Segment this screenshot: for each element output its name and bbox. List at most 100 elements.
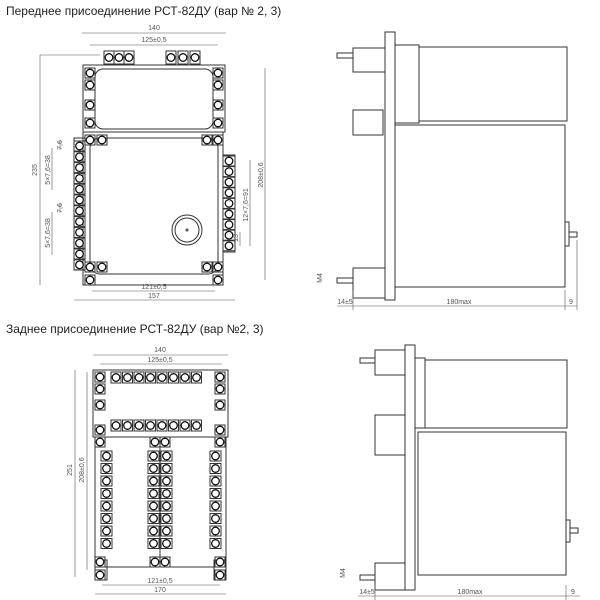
screw-icon — [85, 262, 95, 272]
terminal — [96, 261, 108, 273]
terminal — [214, 436, 226, 448]
dim-height-total: 235 — [32, 164, 39, 176]
terminal — [156, 419, 168, 432]
terminal — [189, 50, 201, 65]
screw-icon — [146, 421, 155, 430]
screw-icon — [224, 156, 234, 166]
screw-icon — [162, 501, 171, 511]
screw-icon — [169, 373, 178, 382]
terminal — [222, 197, 236, 209]
screw-icon — [224, 198, 234, 208]
screw-icon — [75, 141, 84, 151]
screw-icon — [162, 526, 171, 536]
terminal — [160, 525, 173, 537]
terminal — [110, 371, 122, 384]
terminal — [94, 424, 106, 436]
screw-icon — [104, 53, 114, 62]
screw-icon — [75, 184, 84, 194]
screw-icon — [111, 373, 121, 382]
terminal — [100, 488, 113, 499]
screw-icon — [114, 53, 124, 62]
screw-icon — [215, 400, 225, 410]
screw-icon — [162, 489, 171, 498]
terminal — [147, 475, 160, 487]
terminal — [160, 488, 173, 499]
screw-icon — [85, 275, 95, 285]
screw-icon — [213, 68, 223, 78]
dim-thread: М4 — [340, 568, 347, 578]
dim-depth: 180max — [447, 299, 472, 306]
screw-icon — [215, 557, 225, 567]
screw-icon — [146, 373, 155, 382]
terminal — [222, 187, 236, 199]
dim-width-total: 140 — [148, 25, 160, 32]
terminal — [209, 463, 222, 474]
terminal — [73, 205, 86, 217]
screw-icon — [149, 476, 158, 486]
screw-icon — [213, 100, 223, 110]
terminal — [168, 371, 179, 384]
terminal — [209, 450, 222, 462]
dim-rear: 9 — [571, 589, 575, 596]
screw-icon — [211, 489, 220, 498]
terminal — [147, 463, 160, 474]
screw-icon — [102, 526, 111, 536]
screw-icon — [180, 373, 190, 382]
terminal — [214, 569, 226, 581]
screw-icon — [178, 53, 188, 62]
screw-icon — [85, 100, 95, 110]
screw-icon — [215, 384, 225, 394]
terminal — [214, 399, 226, 411]
terminal — [100, 513, 113, 524]
screw-icon — [215, 372, 225, 382]
screw-icon — [160, 437, 170, 447]
screw-icon — [211, 539, 220, 548]
terminal — [94, 569, 106, 581]
terminal — [94, 371, 106, 383]
screw-icon — [169, 421, 178, 430]
dim-width-total: 140 — [154, 347, 166, 354]
screw-icon — [85, 80, 95, 90]
dim-height-mount: 208±0,6 — [79, 457, 86, 482]
screw-icon — [102, 501, 111, 511]
terminal — [165, 50, 177, 65]
terminal — [147, 450, 160, 462]
terminal — [100, 538, 113, 549]
terminal — [209, 500, 222, 512]
terminal — [96, 134, 108, 146]
terminal — [84, 274, 96, 286]
terminal — [100, 463, 113, 474]
screw-icon — [102, 464, 111, 473]
screw-icon — [95, 384, 105, 394]
terminal — [133, 419, 145, 432]
screw-icon — [95, 425, 105, 435]
screw-icon — [149, 489, 158, 498]
terminal — [209, 475, 222, 487]
terminal — [160, 450, 173, 462]
screw-icon — [211, 464, 220, 473]
terminal — [160, 475, 173, 487]
terminal — [201, 261, 213, 273]
dim-width-mount: 125±0,5 — [141, 37, 166, 44]
screw-icon — [95, 557, 105, 567]
terminal — [212, 274, 224, 286]
dim-bottom-mount: 121±0,5 — [141, 284, 166, 291]
dim-bottom-total: 170 — [154, 587, 166, 594]
screw-icon — [75, 260, 84, 270]
knob-icon — [171, 214, 203, 246]
screw-icon — [134, 373, 144, 382]
screw-icon — [97, 135, 107, 145]
terminal — [212, 67, 224, 79]
screw-icon — [211, 526, 220, 536]
terminal — [84, 67, 96, 79]
screw-icon — [213, 118, 223, 128]
terminal — [191, 371, 202, 384]
screw-icon — [224, 220, 234, 230]
screw-icon — [213, 135, 223, 145]
terminal — [179, 371, 191, 384]
terminal — [159, 436, 171, 448]
terminal — [123, 50, 135, 65]
screw-icon — [75, 238, 84, 248]
terminal — [145, 371, 156, 384]
